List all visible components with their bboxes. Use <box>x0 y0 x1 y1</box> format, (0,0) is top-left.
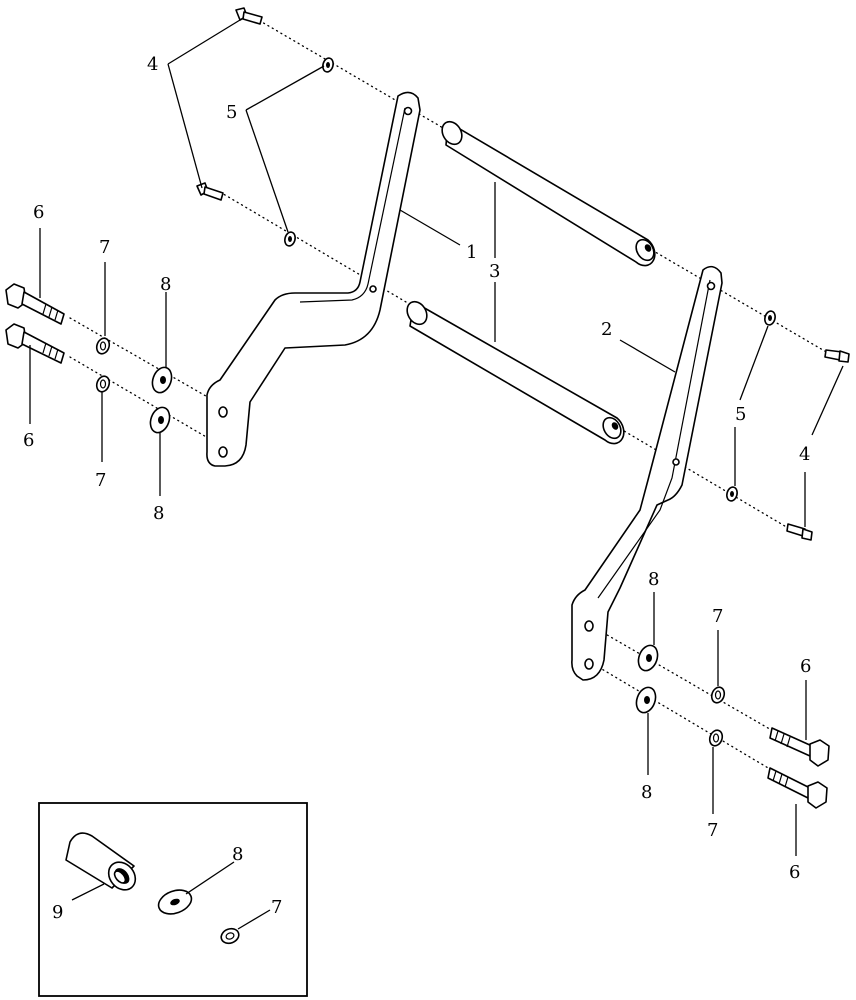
bolt-right-lower <box>767 767 828 809</box>
callout-3-upper: 3 <box>489 261 500 282</box>
callout-7-bottom-right: 7 <box>707 820 718 841</box>
lockwasher-left-lower <box>95 375 111 393</box>
callout-7-mid-left: 7 <box>95 470 106 491</box>
callout-6-mid-left: 6 <box>23 430 34 451</box>
inset-kit-box: 9 8 7 <box>38 802 308 997</box>
callout-4-top-left: 4 <box>147 54 158 75</box>
callout-6-top-right: 6 <box>800 656 811 677</box>
callout-8-top-left: 8 <box>160 274 171 295</box>
washer-right-lower <box>726 486 738 502</box>
bracket-right <box>571 265 723 681</box>
callout-8-mid-left: 8 <box>153 503 164 524</box>
callout-7-inset: 7 <box>271 897 282 918</box>
callout-2: 2 <box>601 319 612 340</box>
bolt-right-upper <box>769 727 830 767</box>
screw-mid-left <box>196 182 224 201</box>
screw-right-upper <box>824 349 850 363</box>
washer-right-upper <box>764 310 776 326</box>
washer-mid <box>284 231 296 247</box>
bolt-left-lower <box>5 323 65 364</box>
bracket-left <box>206 91 421 467</box>
lockwasher-left-upper <box>95 337 111 355</box>
callout-1: 1 <box>466 242 477 263</box>
callout-6-top-left: 6 <box>33 202 44 223</box>
callout-4-right: 4 <box>799 444 810 465</box>
callout-5-right: 5 <box>735 404 746 425</box>
bushing-part-9 <box>65 832 137 891</box>
callout-8-top-right: 8 <box>648 569 659 590</box>
screw-top-left <box>235 7 263 25</box>
inset-flatwasher-8 <box>157 889 193 915</box>
callout-6-bottom-right: 6 <box>789 862 800 883</box>
bolt-left-upper <box>5 283 65 325</box>
callout-labels: 1 2 3 4 5 6 6 7 7 8 8 5 4 8 7 6 8 7 6 <box>23 54 811 883</box>
lockwasher-right-lower <box>708 729 724 747</box>
callout-8-inset: 8 <box>232 844 243 865</box>
flatwasher-right-lower <box>635 686 657 714</box>
leader-lines <box>29 19 844 856</box>
assembly-centerlines <box>69 17 841 776</box>
lockwasher-right-upper <box>710 686 726 704</box>
flatwasher-left-upper <box>151 366 173 394</box>
washer-top <box>322 57 334 73</box>
roller-upper <box>441 120 656 267</box>
flatwasher-right-upper <box>637 644 659 672</box>
callout-7-top-left: 7 <box>99 237 110 258</box>
roller-lower <box>406 300 625 445</box>
callout-7-top-right: 7 <box>712 606 723 627</box>
flatwasher-left-lower <box>149 406 171 434</box>
inset-lockwasher-7 <box>220 927 240 945</box>
callout-5-top-left: 5 <box>226 102 237 123</box>
callout-8-bottom-right: 8 <box>641 782 652 803</box>
screw-right-lower <box>786 523 813 541</box>
callout-9-inset: 9 <box>52 902 63 923</box>
